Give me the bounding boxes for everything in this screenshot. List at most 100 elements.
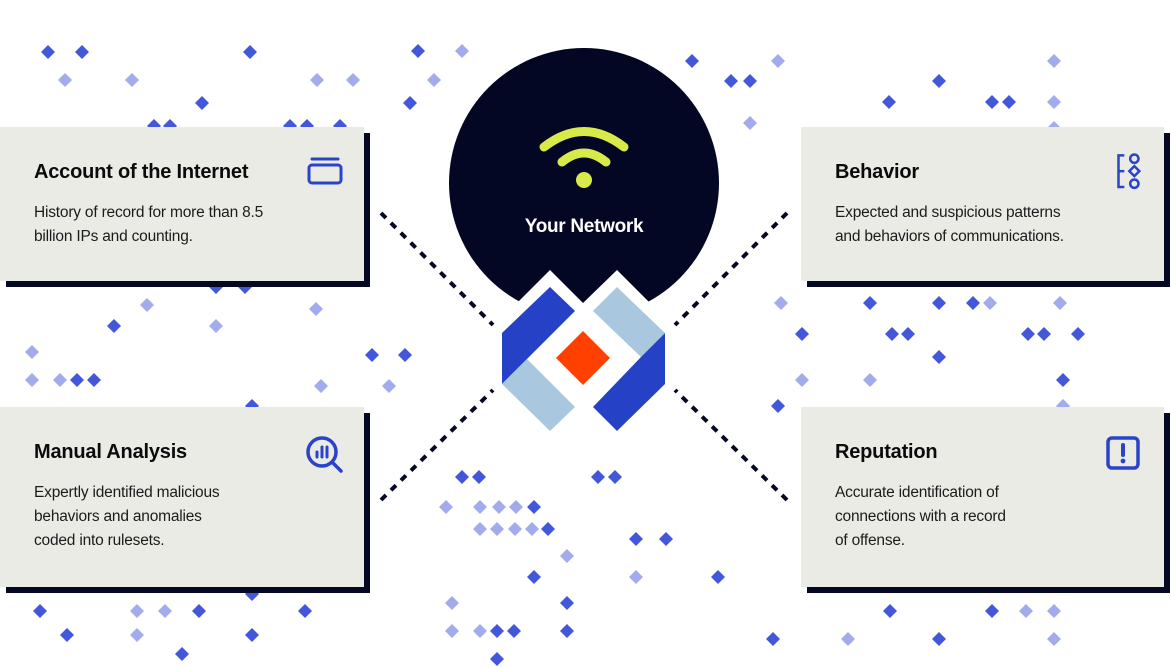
diamond-dot — [298, 604, 312, 618]
diamond-dot — [398, 348, 412, 362]
diamond-dot — [175, 647, 189, 661]
diamond-dot — [195, 96, 209, 110]
diamond-dot — [985, 95, 999, 109]
card-title: Reputation — [835, 441, 938, 463]
diamond-dot — [403, 96, 417, 110]
diamond-dot — [245, 587, 259, 601]
diamond-dot — [490, 652, 504, 666]
diamond-dot — [411, 44, 425, 58]
diamond-dot — [883, 604, 897, 618]
diamond-dot — [490, 522, 504, 536]
diamond-dot — [629, 532, 643, 546]
stack-icon — [307, 157, 343, 185]
diamond-dot — [795, 373, 809, 387]
diamond-dot — [130, 628, 144, 642]
diamond-dot — [527, 570, 541, 584]
diamond-dot — [209, 319, 223, 333]
diamond-dot — [863, 373, 877, 387]
diamond-dot — [766, 632, 780, 646]
diamond-dot — [314, 379, 328, 393]
diamond-dot — [985, 604, 999, 618]
card-reputation: Reputation Accurate identification of co… — [801, 407, 1164, 587]
diamond-dot — [209, 280, 223, 294]
diamond-dot — [158, 604, 172, 618]
diamond-dot — [25, 345, 39, 359]
card-title: Behavior — [835, 161, 919, 183]
card-title: Account of the Internet — [34, 161, 249, 183]
connector-bottom-left — [379, 388, 495, 502]
diamond-dot — [58, 73, 72, 87]
diamond-dot — [70, 373, 84, 387]
diamond-dot — [560, 596, 574, 610]
diamond-dot — [1053, 296, 1067, 310]
diamond-dot — [53, 373, 67, 387]
diamond-dot — [473, 624, 487, 638]
diamond-dot — [130, 604, 144, 618]
diamond-dot — [932, 74, 946, 88]
card-title: Manual Analysis — [34, 441, 187, 463]
card-behavior: Behavior Expected and suspicious pattern… — [801, 127, 1164, 281]
diamond-dot — [243, 45, 257, 59]
diamond-dot — [743, 74, 757, 88]
diamond-dot — [659, 532, 673, 546]
card-account-of-internet: Account of the Internet History of recor… — [0, 127, 364, 281]
alert-square-icon — [1106, 436, 1140, 470]
diamond-dot — [245, 628, 259, 642]
diamond-dot — [608, 470, 622, 484]
diamond-dot — [1071, 327, 1085, 341]
diamond-dot — [365, 348, 379, 362]
flow-shapes-icon — [1117, 153, 1142, 190]
diamond-dot — [455, 470, 469, 484]
diamond-dot — [455, 44, 469, 58]
diamond-dot — [473, 522, 487, 536]
diamond-dot — [1019, 604, 1033, 618]
diamond-dot — [492, 500, 506, 514]
connector-bottom-right — [673, 388, 789, 502]
card-description: Expertly identified malicious behaviors … — [34, 484, 220, 549]
diamond-dot — [983, 296, 997, 310]
card-description: Expected and suspicious patterns and beh… — [835, 204, 1064, 245]
diamond-dot — [724, 74, 738, 88]
diamond-dot — [560, 624, 574, 638]
diamond-dot — [473, 500, 487, 514]
diamond-dot — [711, 570, 725, 584]
diamond-dot — [885, 327, 899, 341]
diamond-dot — [382, 379, 396, 393]
diamond-dot — [346, 73, 360, 87]
diamond-dot — [591, 470, 605, 484]
diamond-dot — [1047, 54, 1061, 68]
diamond-dot — [1047, 95, 1061, 109]
diamond-dot — [527, 500, 541, 514]
diamond-dot — [309, 302, 323, 316]
diamond-dot — [508, 522, 522, 536]
diamond-dot — [33, 604, 47, 618]
card-manual-analysis: Manual Analysis Expertly identified mali… — [0, 407, 364, 587]
diamond-dot — [1037, 327, 1051, 341]
diamond-dot — [107, 319, 121, 333]
network-label: Your Network — [524, 216, 644, 237]
diamond-dot — [932, 350, 946, 364]
diamond-dot — [41, 45, 55, 59]
diamond-dot — [1056, 373, 1070, 387]
diamond-dot — [125, 73, 139, 87]
diamond-dot — [310, 73, 324, 87]
diamond-dot — [75, 45, 89, 59]
diamond-dot — [901, 327, 915, 341]
diamond-dot — [774, 296, 788, 310]
diamond-dot — [743, 116, 757, 130]
diamond-dot — [629, 570, 643, 584]
diamond-dot — [1047, 604, 1061, 618]
diamond-dot — [192, 604, 206, 618]
search-chart-icon — [306, 436, 343, 473]
diamond-dot — [490, 624, 504, 638]
diamond-dot — [60, 628, 74, 642]
diamond-dot — [863, 296, 877, 310]
card-description: Accurate identification of connections w… — [835, 484, 1006, 549]
diamond-dot — [25, 373, 39, 387]
diamond-dot — [445, 624, 459, 638]
diamond-dot — [507, 624, 521, 638]
diamond-dot — [882, 95, 896, 109]
diamond-dot — [685, 54, 699, 68]
diamond-dot — [932, 296, 946, 310]
diamond-dot — [1047, 632, 1061, 646]
